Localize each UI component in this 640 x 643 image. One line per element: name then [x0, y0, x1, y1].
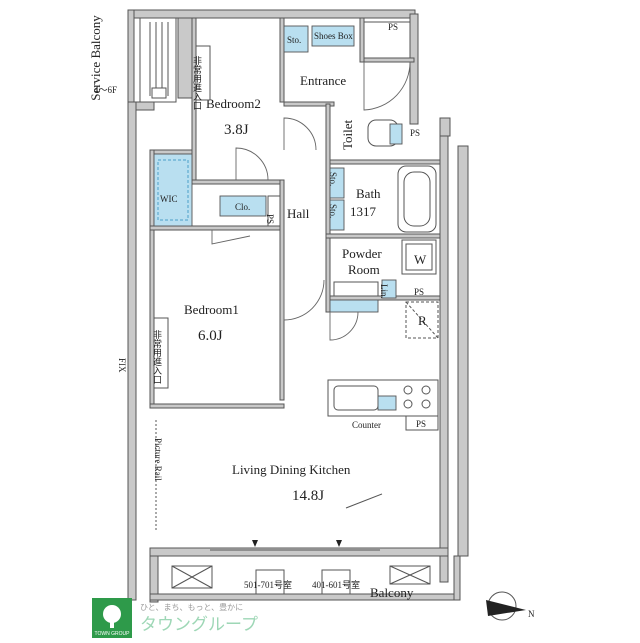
wic-label: WIC — [160, 194, 178, 204]
bedroom2: Bedroom2 3.8J 非常用進入口 — [192, 45, 269, 181]
window-marker-b — [336, 540, 342, 547]
ps-label-top: PS — [388, 22, 398, 32]
outer-walls — [127, 9, 469, 603]
entrance-area: Sto. Shoes Box Entrance PS — [283, 21, 411, 111]
sto-label-2: Sto. — [328, 204, 338, 218]
compass: N — [486, 591, 535, 621]
kitchen-counter: Counter PS — [327, 379, 439, 431]
service-balcony-labels: Service Balcony 4～6F — [88, 15, 117, 101]
wic-closet: WIC Clo. PS — [153, 153, 281, 227]
logo-name-jp: タウングループ — [140, 615, 258, 634]
sto-label-entrance: Sto. — [287, 35, 301, 45]
window-marker-a — [252, 540, 258, 547]
service-balcony-area — [139, 17, 177, 103]
emergency-exit-label-b2: 非常用進入口 — [192, 55, 202, 110]
bedroom1-label: Bedroom1 — [184, 302, 239, 317]
compass-arrow-icon — [486, 600, 526, 616]
bedroom1: Bedroom1 6.0J 非常用進入口 FIX — [117, 230, 260, 405]
hall-label: Hall — [287, 206, 310, 221]
floor-note-a: 501-701号室 — [244, 579, 292, 590]
logo-company-text: TOWN GROUP — [95, 631, 131, 637]
refrigerator-space: R — [405, 301, 439, 339]
clo-label: Clo. — [235, 202, 250, 212]
toilet-room: Toilet PS — [340, 119, 420, 150]
counter-label: Counter — [352, 420, 381, 430]
ldk-room: Picture Rail Living Dining Kitchen 14.8J — [153, 420, 383, 551]
service-balcony-floors: 4～6F — [94, 85, 117, 95]
service-label: Service Balcony — [88, 15, 103, 101]
balcony-label: Balcony — [370, 585, 414, 600]
bath-label: Bath — [356, 186, 381, 201]
hall-area: Hall — [283, 117, 325, 321]
logo-tagline: ひと、まち、もっと、豊かに — [140, 602, 243, 612]
powder-room-line2: Room — [348, 262, 380, 277]
bedroom2-label: Bedroom2 — [206, 96, 261, 111]
ldk-label: Living Dining Kitchen — [232, 462, 351, 477]
shoes-box-label: Shoes Box — [314, 31, 353, 41]
entrance-label: Entrance — [300, 73, 346, 88]
bedroom1-size: 6.0J — [198, 328, 223, 344]
balcony-area: 501-701号室 401-601号室 Balcony — [171, 565, 431, 600]
powder-room: Powder Room W Lin. PS — [329, 239, 437, 341]
town-group-logo: TOWN GROUP ひと、まち、もっと、豊かに タウングループ — [92, 598, 282, 638]
emergency-exit-label-b1: 非常用進入口 — [152, 329, 162, 384]
picture-rail-label: Picture Rail — [153, 438, 163, 481]
ldk-size: 14.8J — [292, 488, 324, 504]
fix-label: FIX — [117, 358, 127, 373]
ps-label-kitchen: PS — [416, 419, 426, 429]
powder-room-line1: Powder — [342, 246, 382, 261]
ps-label-bed: PS — [265, 214, 275, 224]
ps-label-powder: PS — [414, 287, 424, 297]
lin-label: Lin. — [379, 284, 389, 299]
ps-label-toilet: PS — [410, 128, 420, 138]
refrigerator-label: R — [418, 313, 427, 328]
bath-area: Sto. Sto. Bath 1317 — [328, 165, 437, 233]
floor-note-b: 401-601号室 — [312, 579, 360, 590]
compass-north-label: N — [528, 609, 535, 619]
toilet-label: Toilet — [340, 119, 355, 150]
bath-size: 1317 — [350, 204, 377, 219]
washer-label: W — [414, 252, 427, 267]
bedroom2-size: 3.8J — [224, 122, 249, 138]
sto-label-1: Sto. — [328, 172, 338, 186]
